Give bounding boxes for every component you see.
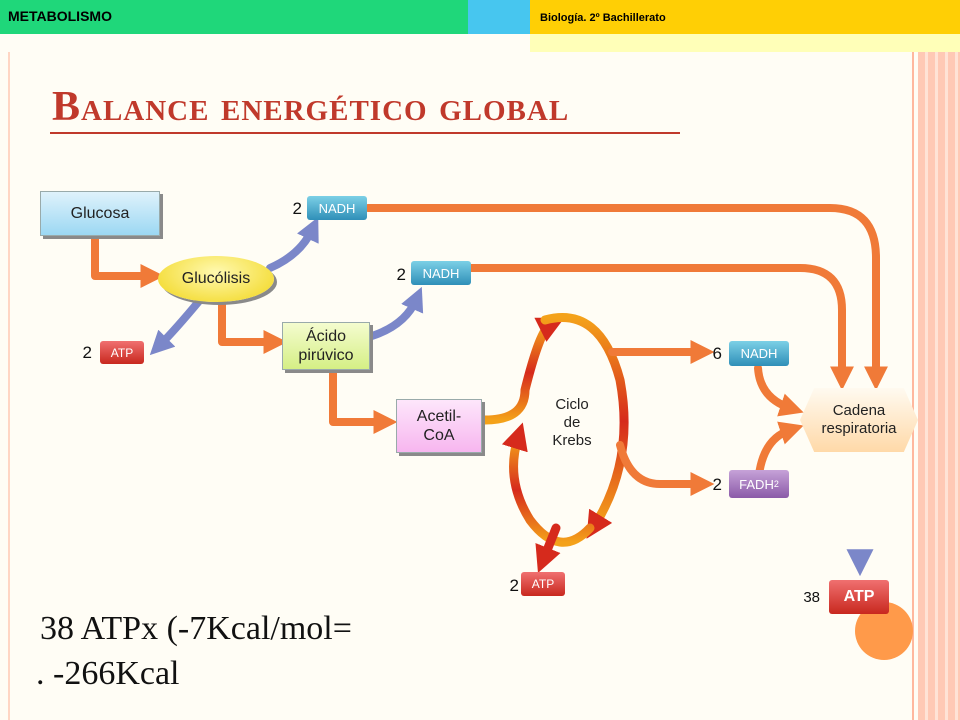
glucolisis-nadh-pill: NADH	[307, 196, 367, 220]
node-acido-piruvico: Ácido pirúvico	[282, 322, 370, 370]
arrow-piruvico-acetil	[329, 368, 398, 434]
krebs-cycle-bottom-arc	[501, 422, 595, 547]
arrow-glucosa-glucolisis	[91, 234, 165, 288]
node-acetil-coa: Acetil- CoA	[396, 399, 482, 453]
arrow-glucolisis-nadh	[266, 217, 319, 272]
krebs-fadh-count: 2	[712, 475, 722, 494]
header-cream-band	[530, 34, 960, 52]
header-course-label: Biología. 2º Bachillerato	[540, 12, 666, 24]
left-frame-line	[8, 52, 10, 720]
arrow-piruvico-nadh	[368, 286, 424, 340]
arrow-krebs-fadh	[616, 441, 715, 496]
glucolisis-atp-pill: ATP	[100, 341, 144, 364]
node-glucosa: Glucosa	[40, 191, 160, 236]
arrow-nadh6-cadena	[754, 364, 804, 417]
total-atp-pill: ATP	[829, 580, 889, 614]
page-title: Balance energético global	[52, 84, 570, 130]
header-cyan-band	[468, 0, 530, 34]
krebs-cycle-left-arc	[480, 317, 565, 425]
right-frame-line	[912, 52, 914, 720]
total-atp-count: 38	[803, 589, 820, 606]
node-ciclo-krebs: Ciclo de Krebs	[552, 396, 592, 449]
krebs-atp-pill: ATP	[521, 572, 565, 596]
krebs-cycle-top-arc	[540, 313, 629, 539]
glucolisis-atp-count: 2	[82, 343, 92, 362]
calculation-line-1: 38 ATPx (-7Kcal/mol=	[40, 610, 352, 647]
node-glucolisis: Glucólisis	[158, 256, 274, 302]
krebs-fadh-subscript: 2	[773, 479, 779, 489]
arrow-glucolisis-piruvico	[218, 298, 288, 354]
krebs-fadh-label: FADH	[739, 476, 774, 492]
calculation-line-2: . -266Kcal	[36, 655, 180, 692]
krebs-atp-count: 2	[509, 576, 519, 595]
title-underline	[50, 132, 680, 134]
krebs-nadh-count: 6	[712, 344, 722, 363]
arrow-nadh1-cadena	[364, 204, 888, 391]
piruvico-nadh-pill: NADH	[411, 261, 471, 285]
piruvico-nadh-count: 2	[396, 265, 406, 284]
header-yellow-band	[530, 0, 960, 34]
node-cadena-respiratoria: Cadena respiratoria	[800, 388, 918, 452]
right-frame-stripes	[918, 52, 960, 720]
header-section-label: METABOLISMO	[8, 8, 112, 24]
krebs-nadh-pill: NADH	[729, 341, 789, 366]
arrow-krebs-atp	[535, 523, 561, 574]
arrow-glucolisis-atp	[149, 296, 204, 356]
arrow-nadh2-cadena	[466, 264, 854, 391]
glucolisis-nadh-count: 2	[292, 199, 302, 218]
header-green-band	[0, 0, 468, 34]
